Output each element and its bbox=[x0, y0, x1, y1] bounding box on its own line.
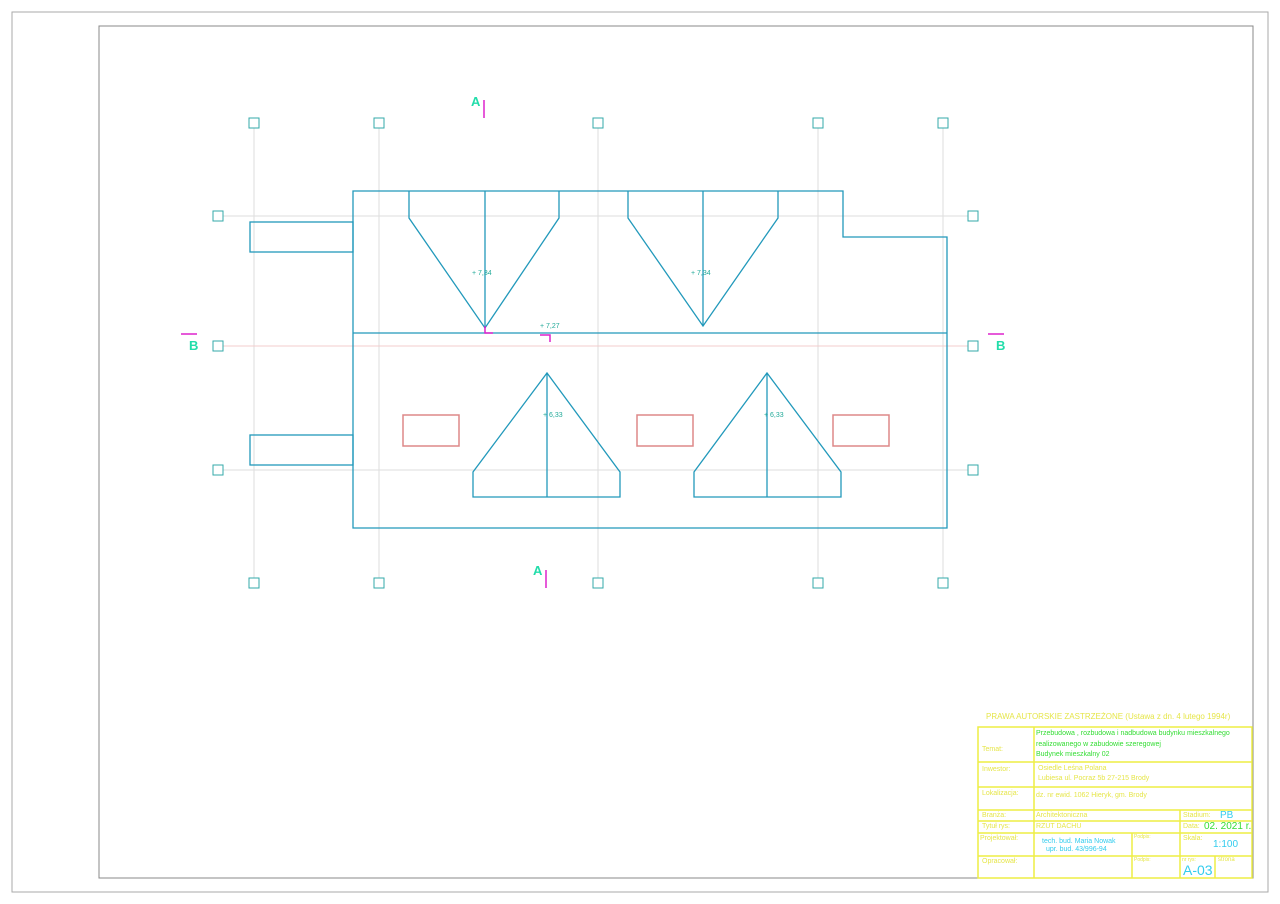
inwestor-label: Inwestor: bbox=[982, 766, 1011, 773]
strona-label: strona bbox=[1218, 857, 1235, 863]
roof-outline bbox=[249, 190, 948, 529]
section-a-bottom: A bbox=[533, 563, 543, 578]
elevation-label: + 7,34 bbox=[472, 270, 492, 277]
tytul-label: Tytuł rys: bbox=[982, 823, 1011, 830]
projektant-line: tech. bud. Maria Nowak bbox=[1042, 838, 1116, 845]
lokalizacja-label: Lokalizacja: bbox=[982, 790, 1019, 797]
stadium-label: Stadium: bbox=[1183, 812, 1211, 819]
stadium-value: PB bbox=[1220, 810, 1234, 821]
temat-line: Przebudowa , rozbudowa i nadbudowa budyn… bbox=[1036, 730, 1230, 737]
roof-windows bbox=[402, 414, 890, 447]
elevation-label: + 6,33 bbox=[543, 412, 563, 419]
elevation-label: + 7,34 bbox=[691, 270, 711, 277]
drawing-frame bbox=[98, 25, 1254, 879]
skala-value: 1:100 bbox=[1213, 839, 1239, 850]
tytul-value: RZUT DACHU bbox=[1036, 823, 1082, 830]
copyright-note: PRAWA AUTORSKIE ZASTRZEŻONE (Ustawa z dn… bbox=[986, 712, 1231, 721]
nr-rys-label: nr rys: bbox=[1182, 857, 1196, 863]
branza-label: Branża: bbox=[982, 812, 1007, 819]
branza-value: Architektoniczna bbox=[1036, 812, 1088, 819]
temat-line: Budynek mieszkalny 02 bbox=[1036, 751, 1110, 758]
grid-lines bbox=[223, 128, 968, 578]
section-marks bbox=[181, 100, 1004, 588]
projektant-line: upr. bud. 43/996-94 bbox=[1046, 846, 1107, 853]
podpis-label: Podpis: bbox=[1134, 857, 1151, 863]
lokalizacja-value: dz. nr ewid. 1062 Hieryk, gm. Brody bbox=[1036, 792, 1147, 799]
temat-line: realizowanego w zabudowie szeregowej bbox=[1036, 741, 1161, 748]
inwestor-line: Osiedle Leśna Polana bbox=[1038, 765, 1107, 772]
data-label: Data: bbox=[1183, 823, 1200, 830]
inwestor-line: Lubiesa ul. Pocraz 5b 27-215 Brody bbox=[1038, 775, 1150, 782]
section-b-left: B bbox=[189, 338, 199, 353]
grid-bubbles bbox=[212, 117, 979, 589]
sheet-border bbox=[11, 11, 1269, 893]
podpis-label: Podpis: bbox=[1134, 834, 1151, 840]
elevation-label: + 6,33 bbox=[764, 412, 784, 419]
projektowal-label: Projektował: bbox=[980, 835, 1019, 842]
temat-label: Temat: bbox=[982, 746, 1004, 753]
section-a-top: A bbox=[471, 94, 481, 109]
elevation-label: + 7,27 bbox=[540, 323, 560, 330]
nr-rys-value: A-03 bbox=[1183, 862, 1213, 878]
data-value: 02. 2021 r. bbox=[1204, 821, 1252, 832]
opracowal-label: Opracował: bbox=[982, 858, 1018, 865]
section-b-right: B bbox=[996, 338, 1006, 353]
skala-label: Skala: bbox=[1183, 835, 1203, 842]
